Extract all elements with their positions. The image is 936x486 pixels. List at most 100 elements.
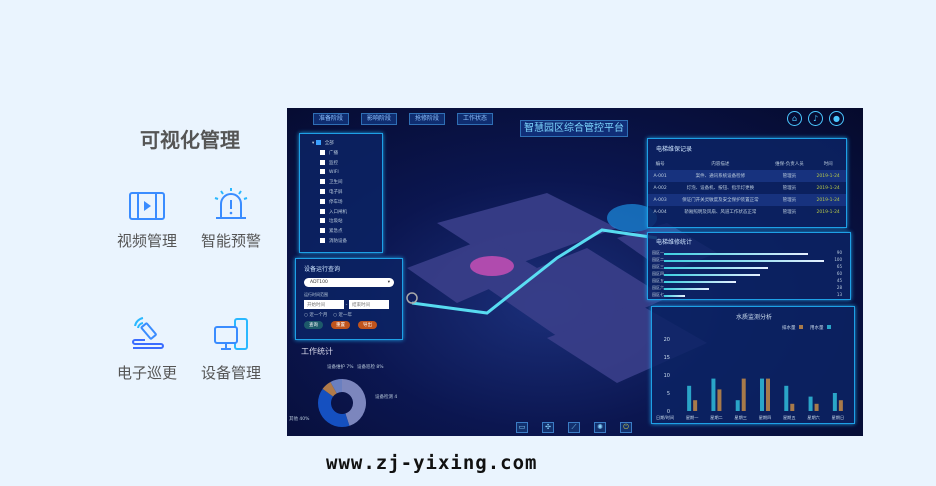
bar-排水量: [741, 378, 746, 411]
chart-icon[interactable]: ⟋: [568, 422, 580, 433]
bell-icon[interactable]: ♪: [808, 111, 823, 126]
stat-bar: [664, 274, 760, 276]
tree-item[interactable]: 垃圾站: [300, 217, 382, 227]
bar-排水量: [693, 400, 698, 411]
stat-bar: [664, 267, 768, 269]
x-tick: 星期四: [759, 415, 772, 421]
section-title: 可视化管理: [140, 128, 240, 152]
export-button[interactable]: 导出: [358, 321, 377, 329]
stage-prepare-button[interactable]: 准备阶段: [313, 113, 349, 125]
table-cell: 灯泡、设备机、按钮、指示灯更换: [686, 186, 755, 191]
table-cell: A-003: [653, 197, 667, 203]
tree-item[interactable]: 卫生间: [300, 178, 382, 188]
tree-item[interactable]: 入口闸机: [300, 208, 382, 218]
x-tick: 星期日: [832, 415, 845, 421]
legend-label: 用水量: [810, 324, 824, 331]
alarm-light-icon: [214, 188, 248, 219]
feature-patrol[interactable]: 电子巡更: [112, 316, 182, 386]
bar-用水量: [711, 378, 716, 411]
website-url[interactable]: www.zj-yixing.com: [326, 452, 538, 474]
bar-用水量: [687, 385, 692, 411]
stage-impact-button[interactable]: 影响阶段: [361, 113, 397, 125]
x-axis-label: 日期/时间: [656, 414, 674, 421]
y-tick: 20: [664, 337, 670, 343]
network-icon[interactable]: ✣: [542, 422, 554, 433]
x-tick: 星期五: [783, 415, 796, 421]
feature-video[interactable]: 视频管理: [112, 192, 182, 254]
x-tick: 星期一: [686, 415, 699, 421]
stat-bar: [664, 281, 736, 283]
stat-bar: [664, 288, 709, 290]
stat-bar: [664, 253, 808, 255]
tree-item[interactable]: 紧急点: [300, 227, 382, 237]
tree-item[interactable]: 监控: [300, 159, 382, 169]
tree-item[interactable]: 广播: [300, 149, 382, 159]
donut-title: 工作统计: [301, 347, 333, 356]
feature-device[interactable]: 设备管理: [196, 318, 266, 386]
donut-label: 设备巡检 8%: [357, 363, 384, 370]
tree-item[interactable]: 电子屏: [300, 188, 382, 198]
donut-slice: [322, 381, 337, 397]
tree-item[interactable]: ▾ 全部: [312, 140, 334, 146]
start-date-input[interactable]: [304, 300, 344, 309]
table-cell: 管理员: [782, 174, 797, 179]
feature-alarm[interactable]: 智能预警: [196, 187, 266, 254]
y-tick: 0: [667, 409, 670, 415]
bar-用水量: [832, 393, 837, 411]
table-cell: 2019-1-24: [816, 209, 840, 215]
tree-item[interactable]: 消防设备: [300, 237, 382, 247]
stage-repair-button[interactable]: 抢修阶段: [409, 113, 445, 125]
tree-item[interactable]: 停车场: [300, 198, 382, 208]
column-header: 维保-负责人员: [775, 162, 804, 167]
table-cell: 2019-1-24: [816, 197, 840, 203]
radio-month[interactable]: ○ 近一个月: [304, 313, 328, 318]
radio-year[interactable]: ○ 近一年: [333, 313, 352, 318]
user-icon[interactable]: ●: [829, 111, 844, 126]
x-tick: 星期二: [710, 415, 723, 421]
range-label: 运行时间范围: [304, 292, 328, 297]
water-bar-chart: 水质监测分析排水量用水量05101520日期/时间星期一星期二星期三星期四星期五…: [656, 313, 845, 421]
bar-排水量: [814, 403, 819, 411]
chart-title: 水质监测分析: [736, 313, 772, 321]
column-header: 时间: [823, 162, 833, 167]
query-button[interactable]: 查询: [304, 321, 323, 329]
work-status-button[interactable]: 工作状态: [457, 113, 493, 125]
donut-label: 设备检测 45%: [375, 393, 397, 400]
computer-device-icon: [214, 318, 248, 350]
device-select-value: ADT100: [310, 280, 328, 285]
table-cell: A-001: [653, 173, 667, 179]
home-icon[interactable]: ⌂: [787, 111, 802, 126]
device-select[interactable]: ADT100▾: [304, 278, 394, 287]
bar-用水量: [784, 385, 789, 411]
page-title: 智慧园区综合管控平台: [520, 120, 628, 137]
bar-用水量: [735, 400, 740, 411]
dashboard-screenshot: 准备阶段 影响阶段 抢修阶段 工作状态 智慧园区综合管控平台 ⌂ ♪ ● ▾ 全…: [287, 108, 863, 436]
x-tick: 星期三: [734, 415, 747, 421]
bar-用水量: [808, 396, 813, 411]
stats-title: 电梯维修统计: [656, 239, 693, 246]
y-tick: 5: [667, 391, 670, 397]
y-tick: 15: [664, 355, 670, 361]
tree-item[interactable]: WIFI: [300, 168, 382, 178]
reset-button[interactable]: 重置: [331, 321, 350, 329]
end-date-input[interactable]: [348, 300, 389, 309]
patrol-wand-icon: [132, 317, 164, 349]
power-icon[interactable]: ⏻: [620, 422, 632, 433]
table-cell: 轿厢照明及风扇、风道工作状态正常: [684, 210, 757, 215]
feature-label: 智能预警: [200, 232, 261, 250]
monitor-icon[interactable]: ▭: [516, 422, 528, 433]
y-tick: 10: [664, 373, 670, 379]
donut-label: 设备维护 7%: [327, 363, 354, 370]
stat-bar: [664, 260, 824, 262]
settings-icon[interactable]: ✺: [594, 422, 606, 433]
